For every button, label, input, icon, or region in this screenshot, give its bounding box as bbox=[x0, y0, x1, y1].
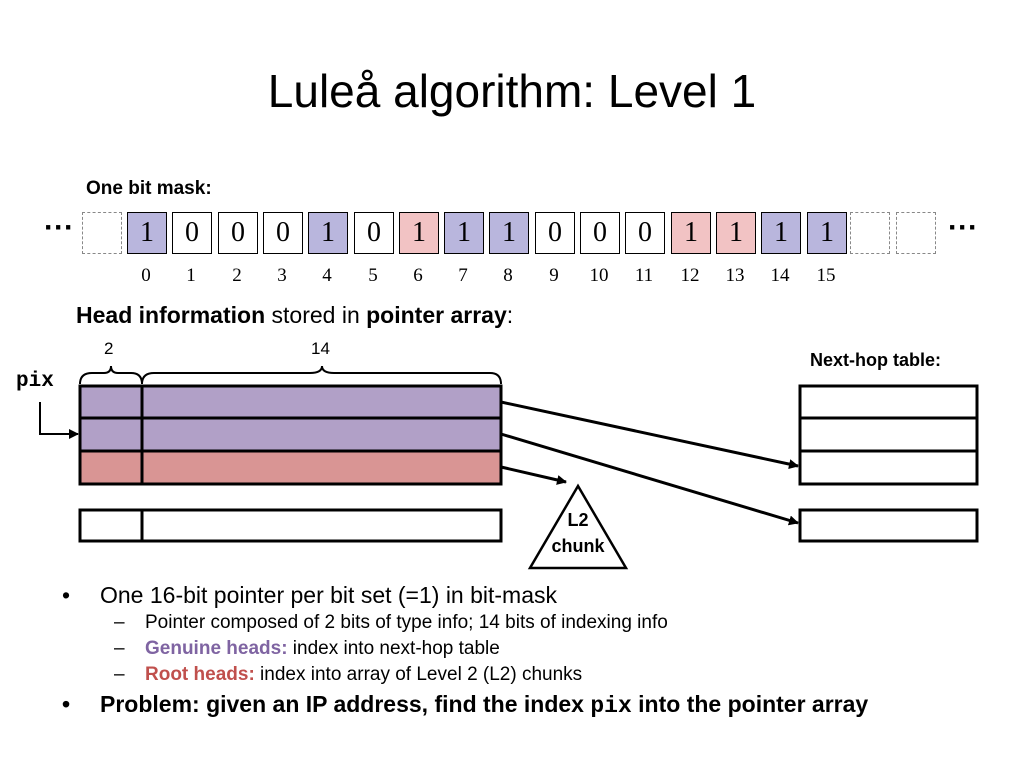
next-hop-entry bbox=[798, 449, 979, 486]
index-bits-label: 14 bbox=[311, 339, 330, 358]
sub-bullet-1: –Pointer composed of 2 bits of type info… bbox=[114, 612, 668, 634]
bullet-2-tail: into the pointer array bbox=[631, 691, 869, 717]
bit-index-label: 0 bbox=[141, 265, 151, 286]
next-hop-table-label: Next-hop table: bbox=[810, 350, 942, 370]
head-info-mid: stored in bbox=[265, 302, 367, 328]
bit-index-label: 14 bbox=[770, 265, 790, 286]
next-hop-entry bbox=[798, 416, 979, 453]
pointer-array-bold: pointer array bbox=[366, 302, 507, 328]
bullet-dot: • bbox=[62, 691, 71, 717]
next-hop-entry bbox=[798, 508, 979, 543]
sub-bullet-dash: – bbox=[114, 664, 125, 685]
sub-bullet-2-text: index into next-hop table bbox=[287, 638, 500, 659]
bit-index-label: 11 bbox=[634, 265, 654, 286]
bit-index-label: 1 bbox=[186, 265, 196, 286]
type-bits-label: 2 bbox=[104, 339, 114, 358]
head-info-colon: : bbox=[506, 302, 514, 328]
bit-cell: 1 bbox=[489, 212, 529, 254]
sub-bullet-dash: – bbox=[114, 612, 125, 633]
bit-cell-empty bbox=[82, 212, 122, 254]
bit-mask-label: One bit mask: bbox=[86, 178, 212, 199]
genuine-pointer-arrow bbox=[500, 432, 799, 526]
sub-bullet-3-text: index into array of Level 2 (L2) chunks bbox=[254, 664, 583, 685]
root-heads-label: Root heads: bbox=[145, 664, 255, 685]
l2-label: L2 bbox=[567, 510, 589, 530]
left-ellipsis: ··· bbox=[44, 211, 74, 244]
root-pointer-arrow bbox=[500, 465, 567, 485]
genuine-pointer-arrow bbox=[500, 400, 799, 469]
sub-bullet-2: –Genuine heads: index into next-hop tabl… bbox=[114, 638, 500, 660]
bit-index-label: 8 bbox=[503, 265, 513, 286]
pointer-array bbox=[78, 384, 503, 543]
bullet-1-text: One 16-bit pointer per bit set (=1) in b… bbox=[100, 582, 558, 608]
chunk-label: chunk bbox=[551, 536, 605, 556]
bit-cell: 0 bbox=[580, 212, 620, 254]
head-info-bold: Head information bbox=[76, 302, 266, 328]
pix-code: pix bbox=[590, 693, 632, 719]
pix-label: pix bbox=[16, 370, 54, 393]
bit-index-label: 3 bbox=[277, 265, 287, 286]
bit-index-label: 12 bbox=[680, 265, 700, 286]
sub-bullet-dash: – bbox=[114, 638, 125, 659]
l2-chunk-triangle bbox=[527, 483, 629, 570]
next-hop-entry bbox=[798, 384, 979, 420]
bit-cell: 1 bbox=[807, 212, 847, 254]
bit-cell: 0 bbox=[625, 212, 665, 254]
bit-cell: 0 bbox=[172, 212, 212, 254]
head-info-line: Head information stored in pointer array… bbox=[76, 302, 513, 329]
pix-arrow bbox=[39, 402, 79, 439]
slide-title: Luleå algorithm: Level 1 bbox=[267, 65, 757, 117]
bit-index-label: 7 bbox=[458, 265, 468, 286]
bullet-dot: • bbox=[62, 582, 71, 608]
sub-bullet-1-text: Pointer composed of 2 bits of type info;… bbox=[145, 612, 668, 633]
bit-cell: 1 bbox=[399, 212, 439, 254]
bit-cell-empty bbox=[850, 212, 890, 254]
bit-index-label: 6 bbox=[413, 265, 423, 286]
bit-cell-empty bbox=[896, 212, 936, 254]
bit-cell: 0 bbox=[354, 212, 394, 254]
pointer-row-empty bbox=[78, 508, 503, 543]
bit-index-label: 15 bbox=[816, 265, 836, 286]
bit-index-label: 5 bbox=[368, 265, 378, 286]
right-ellipsis: ··· bbox=[948, 211, 978, 244]
bit-cell: 0 bbox=[218, 212, 258, 254]
bit-cell: 1 bbox=[444, 212, 484, 254]
bit-index-label: 9 bbox=[549, 265, 559, 286]
bit-index-label: 2 bbox=[232, 265, 242, 286]
bullet-2: • Problem: given an IP address, find the … bbox=[62, 691, 869, 719]
bit-cell: 0 bbox=[263, 212, 303, 254]
bullet-1: • One 16-bit pointer per bit set (=1) in … bbox=[62, 582, 558, 609]
genuine-heads-label: Genuine heads: bbox=[145, 638, 288, 659]
bit-cell: 0 bbox=[535, 212, 575, 254]
next-hop-table bbox=[798, 384, 979, 543]
type-bits-brace bbox=[79, 365, 143, 385]
bit-cell: 1 bbox=[308, 212, 348, 254]
index-bits-brace bbox=[141, 365, 502, 385]
bit-cell: 1 bbox=[127, 212, 167, 254]
bit-index-label: 10 bbox=[589, 265, 609, 286]
bit-cell: 1 bbox=[671, 212, 711, 254]
bit-cell: 1 bbox=[716, 212, 756, 254]
bullet-2-text: Problem: given an IP address, find the i… bbox=[100, 691, 591, 717]
bit-index-label: 13 bbox=[725, 265, 745, 286]
sub-bullet-3: –Root heads: index into array of Level 2… bbox=[114, 664, 583, 686]
bit-index-label: 4 bbox=[322, 265, 332, 286]
bit-cell: 1 bbox=[761, 212, 801, 254]
